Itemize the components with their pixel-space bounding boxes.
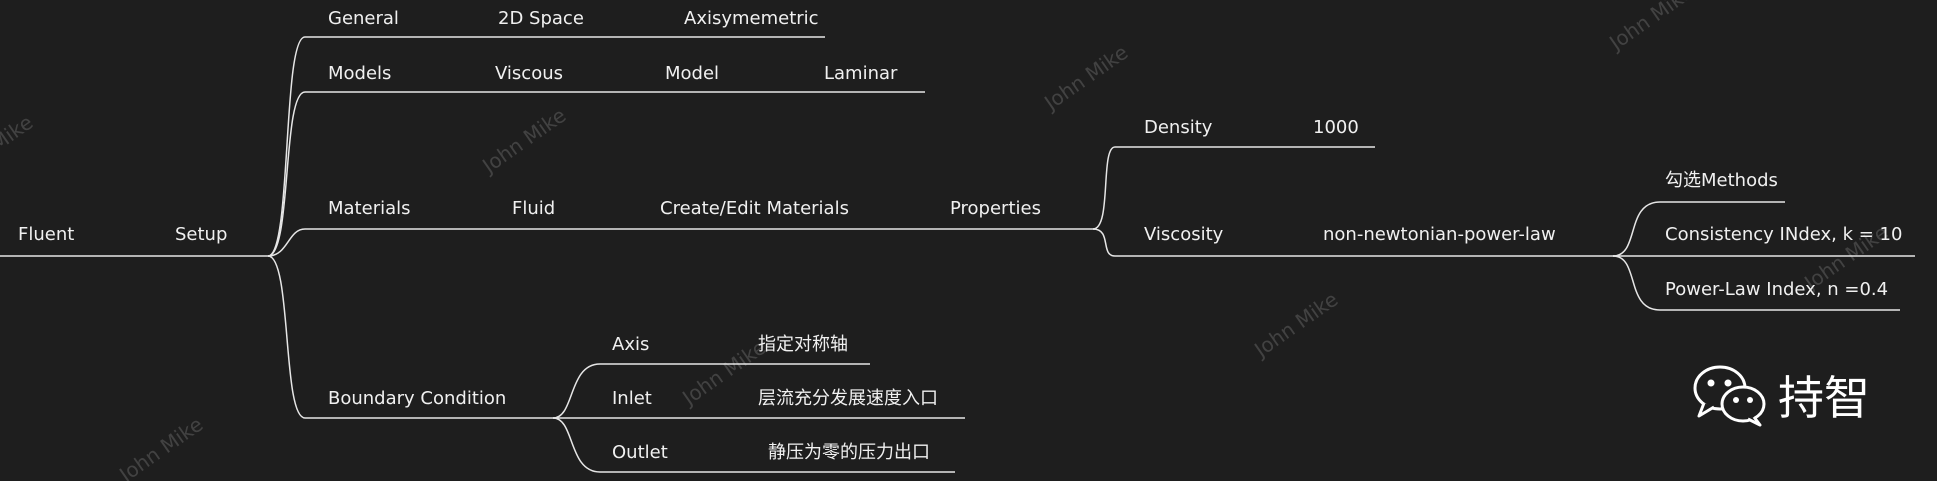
node-outlet: Outlet xyxy=(612,442,668,463)
wechat-icon xyxy=(1693,365,1766,427)
node-methods: 勾选Methods xyxy=(1665,170,1778,191)
node-axis: Axis xyxy=(612,334,650,355)
node-general: General xyxy=(328,8,399,29)
brand-name: 持智 xyxy=(1778,371,1870,425)
node-inlet-value: 层流充分发展速度入口 xyxy=(758,388,938,409)
node-laminar: Laminar xyxy=(824,63,898,84)
node-axisymmetric: Axisymemetric xyxy=(684,8,819,29)
node-2d-space: 2D Space xyxy=(498,8,584,29)
node-create-edit-materials: Create/Edit Materials xyxy=(660,198,849,219)
brand-logo: 持智 xyxy=(1690,362,1870,428)
node-viscosity: Viscosity xyxy=(1144,224,1224,245)
node-fluid: Fluid xyxy=(512,198,556,219)
node-axis-value: 指定对称轴 xyxy=(758,334,848,355)
node-fluent: Fluent xyxy=(18,224,75,245)
node-model: Model xyxy=(665,63,720,84)
node-materials: Materials xyxy=(328,198,411,219)
node-viscosity-value: non-newtonian-power-law xyxy=(1323,224,1556,245)
node-consistency-index: Consistency INdex, k = 10 xyxy=(1665,224,1903,245)
node-density: Density xyxy=(1144,117,1213,138)
node-boundary-condition: Boundary Condition xyxy=(328,388,507,409)
node-properties: Properties xyxy=(950,198,1041,219)
node-inlet: Inlet xyxy=(612,388,652,409)
node-viscous: Viscous xyxy=(495,63,563,84)
node-models: Models xyxy=(328,63,392,84)
node-density-value: 1000 xyxy=(1313,117,1359,138)
node-power-law-index: Power-Law Index, n =0.4 xyxy=(1665,279,1889,300)
node-setup: Setup xyxy=(175,224,228,245)
node-outlet-value: 静压为零的压力出口 xyxy=(768,442,930,463)
